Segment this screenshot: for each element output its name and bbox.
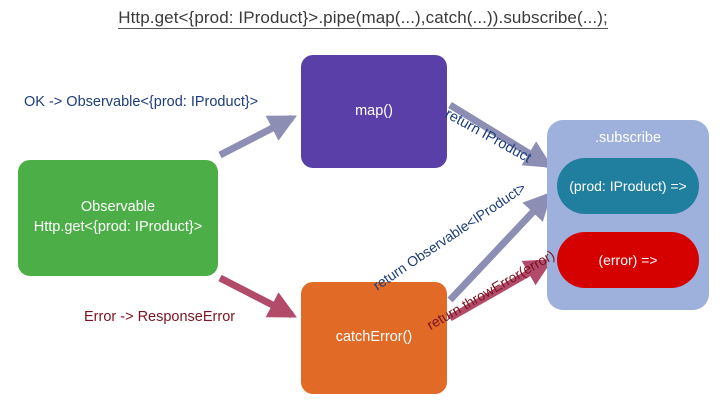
arrow-observable-to-catch — [218, 274, 297, 319]
map-label: map() — [355, 102, 393, 119]
observable-label: Observable — [80, 199, 156, 216]
error-handler: (error) => — [557, 232, 699, 288]
success-handler: (prod: IProduct) => — [557, 158, 699, 214]
subscribe-box: .subscribe (prod: IProduct) => (error) =… — [547, 120, 709, 310]
observable-box: Observable Http.get<{prod: IProduct}> — [18, 160, 218, 276]
catch-error-label: catchError() — [335, 329, 413, 346]
subscribe-title: .subscribe — [594, 130, 662, 146]
error-handler-label: (error) => — [598, 252, 658, 268]
error-edge-label: Error -> ResponseError — [84, 309, 236, 325]
arrow-observable-to-map — [218, 114, 297, 159]
arrow-catch-to-success — [447, 191, 552, 303]
code-title-text: Http.get<{prod: IProduct}>.pipe(map(...)… — [118, 8, 608, 29]
observable-type: Http.get<{prod: IProduct}> — [33, 219, 203, 235]
ok-edge-label: OK -> Observable<{prod: IProduct}> — [24, 94, 259, 110]
arrow-map-to-success — [448, 102, 553, 168]
catch-error-box: catchError() — [301, 282, 447, 394]
success-handler-label: (prod: IProduct) => — [569, 178, 687, 194]
code-title: Http.get<{prod: IProduct}>.pipe(map(...)… — [0, 8, 726, 29]
map-box: map() — [301, 55, 447, 168]
arrow-catch-to-error — [448, 258, 553, 322]
